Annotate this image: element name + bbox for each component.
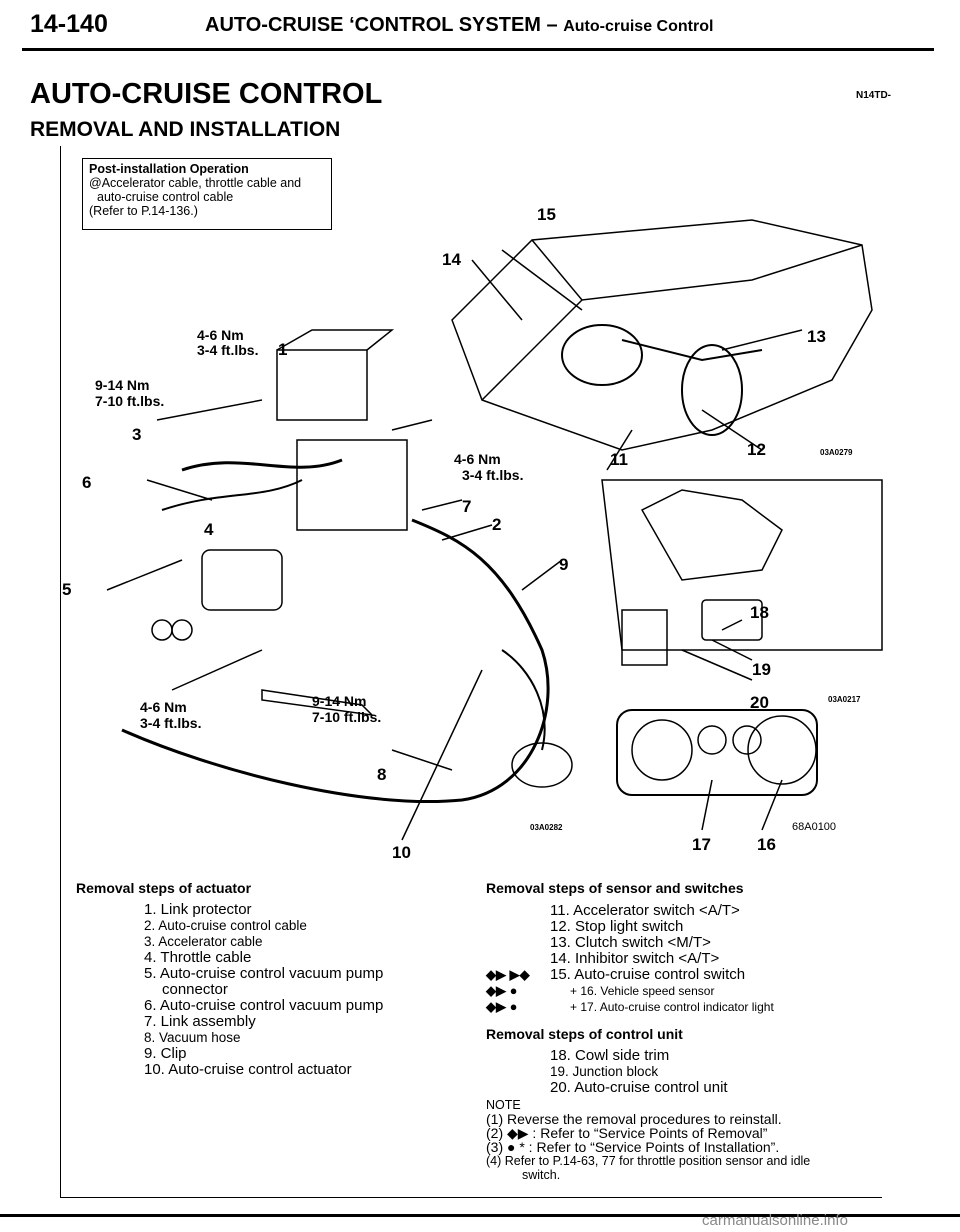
- note-block: NOTE (1) Reverse the removal procedures …: [486, 1098, 810, 1182]
- callout-16: 16: [757, 835, 776, 854]
- list-item: 6. Auto-cruise control vacuum pump: [144, 997, 384, 1014]
- note-line: (3) ● * : Refer to “Service Points of In…: [486, 1139, 780, 1155]
- torque-ft: 7-10 ft.lbs.: [95, 393, 164, 409]
- callout-2: 2: [492, 515, 501, 534]
- list-item: 5. Auto-cruise control vacuum pump: [144, 965, 384, 982]
- figure-code: 03A0282: [530, 823, 563, 832]
- page-title: AUTO-CRUISE CONTROL: [30, 78, 383, 110]
- torque-ft: 7-10 ft.lbs.: [312, 709, 381, 725]
- section-title-main: AUTO-CRUISE ‘CONTROL SYSTEM: [205, 14, 541, 36]
- callout-11: 11: [610, 450, 628, 469]
- list-item: 13. Clutch switch <M/T>: [550, 934, 711, 951]
- figure-code: 03A0279: [820, 448, 853, 457]
- callout-12: 12: [747, 440, 766, 459]
- list-item: 18. Cowl side trim: [550, 1047, 670, 1064]
- post-installation-title: Post-installation Operation: [89, 162, 249, 176]
- callout-20: 20: [750, 693, 769, 712]
- list-item: 14. Inhibitor switch <A/T>: [550, 950, 720, 967]
- sensor-list: 11. Accelerator switch <A/T> 12. Stop li…: [550, 903, 774, 1015]
- callout-4: 4: [204, 520, 214, 539]
- post-installation-line: (Refer to P.14-136.): [89, 204, 198, 218]
- callout-1: 1: [278, 340, 287, 359]
- note-line: (4) Refer to P.14-63, 77 for throttle po…: [486, 1154, 811, 1168]
- torque-nm: 9-14 Nm: [95, 377, 149, 393]
- exploded-diagram: 4-6 Nm 3-4 ft.lbs. 9-14 Nm 7-10 ft.lbs. …: [62, 205, 883, 862]
- torque-nm: 4-6 Nm: [197, 327, 244, 343]
- list-item: 12. Stop light switch: [550, 918, 684, 935]
- actuator-list: 1. Link protector 2. Auto-cruise control…: [144, 902, 383, 1078]
- note-line: switch.: [522, 1168, 561, 1182]
- header-rule: [22, 48, 934, 51]
- list-item: 8. Vacuum hose: [144, 1030, 241, 1045]
- service-mark: ◆▶ ▶◆: [486, 967, 530, 982]
- note-label: NOTE: [486, 1098, 521, 1112]
- note-line: (1) Reverse the removal procedures to re…: [486, 1111, 782, 1127]
- list-item: 7. Link assembly: [144, 1013, 256, 1030]
- list-item: 15. Auto-cruise control switch: [550, 966, 746, 983]
- list-item: 3. Accelerator cable: [144, 934, 263, 949]
- torque-ft: 3-4 ft.lbs.: [197, 342, 258, 358]
- left-margin-rule: [60, 146, 61, 1198]
- sensor-heading: Removal steps of sensor and switches: [486, 880, 744, 896]
- callout-17: 17: [692, 835, 711, 854]
- callout-5: 5: [62, 580, 71, 599]
- torque-nm: 9-14 Nm: [312, 693, 366, 709]
- control-heading: Removal steps of control unit: [486, 1026, 683, 1042]
- torque-ft: 3-4 ft.lbs.: [462, 467, 523, 483]
- callout-13: 13: [807, 327, 826, 346]
- document-code: N14TD-: [856, 90, 892, 101]
- callout-10: 10: [392, 843, 411, 862]
- list-item: + 16. Vehicle speed sensor: [570, 984, 715, 998]
- list-item: 1. Link protector: [144, 901, 252, 918]
- section-subtitle: Auto-cruise Control: [563, 18, 714, 35]
- torque-nm: 4-6 Nm: [140, 699, 187, 715]
- control-list: 18. Cowl side trim 19. Junction block 20…: [550, 1048, 728, 1096]
- post-installation-line: auto-cruise control cable: [97, 190, 234, 204]
- list-item: connector: [162, 981, 228, 998]
- torque-nm: 4-6 Nm: [454, 451, 501, 467]
- callout-18: 18: [750, 603, 769, 622]
- page-subtitle: REMOVAL AND INSTALLATION: [30, 118, 341, 141]
- list-item: 4. Throttle cable: [144, 949, 252, 966]
- callout-8: 8: [377, 765, 386, 784]
- list-item: 2. Auto-cruise control cable: [144, 918, 307, 933]
- callout-7: 7: [462, 497, 471, 516]
- actuator-heading: Removal steps of actuator: [76, 880, 252, 896]
- list-item: + 17. Auto-cruise control indicator ligh…: [570, 1000, 774, 1014]
- callout-3: 3: [132, 425, 141, 444]
- section-title-dash: –: [546, 14, 558, 36]
- page-bottom-rule: [0, 1214, 960, 1217]
- post-installation-line: @Accelerator cable, throttle cable and: [89, 176, 302, 190]
- post-installation-box: Post-installation Operation @Accelerator…: [82, 158, 332, 230]
- figure-code: 68A0100: [792, 821, 836, 833]
- service-mark: ◆▶ ●: [486, 999, 518, 1014]
- list-item: 11. Accelerator switch <A/T>: [550, 902, 740, 919]
- callout-15: 15: [537, 205, 556, 224]
- callout-6: 6: [82, 473, 91, 492]
- callout-14: 14: [442, 250, 461, 269]
- torque-ft: 3-4 ft.lbs.: [140, 715, 201, 731]
- watermark: carmanualsonline.info: [702, 1212, 848, 1229]
- service-mark: ◆▶ ●: [486, 983, 518, 998]
- list-item: 19. Junction block: [550, 1064, 659, 1079]
- section-title: AUTO-CRUISE ‘CONTROL SYSTEM – Auto-cruis…: [205, 14, 713, 37]
- list-item: 20. Auto-cruise control unit: [550, 1079, 728, 1096]
- figure-code: 03A0217: [828, 695, 861, 704]
- page-number: 14-140: [30, 10, 108, 38]
- note-line: (2) ◆▶ : Refer to “Service Points of Rem…: [486, 1125, 768, 1141]
- list-item: 9. Clip: [144, 1045, 187, 1062]
- callout-19: 19: [752, 660, 771, 679]
- callout-9: 9: [559, 555, 568, 574]
- list-item: 10. Auto-cruise control actuator: [144, 1061, 352, 1078]
- bottom-rule: [60, 1197, 882, 1198]
